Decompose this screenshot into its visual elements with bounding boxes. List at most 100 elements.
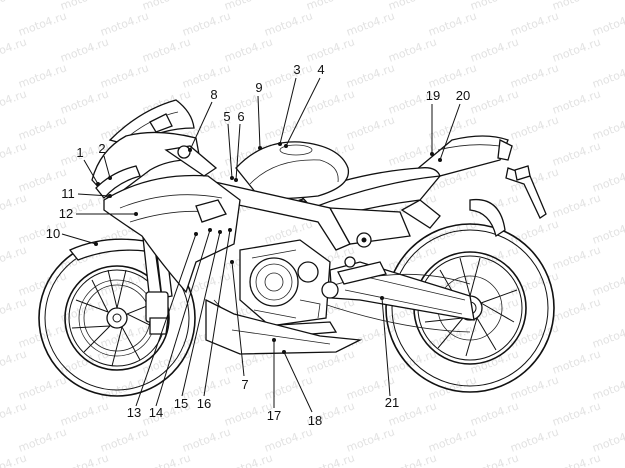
watermark-text: moto4.ru (551, 243, 603, 272)
watermark-text: moto4.ru (591, 165, 625, 194)
callout-12: 12 (59, 206, 73, 221)
leader-dot (272, 338, 276, 342)
watermark-text: moto4.ru (0, 191, 28, 220)
watermark-text: moto4.ru (387, 347, 439, 376)
callout-14: 14 (149, 405, 163, 420)
seat (298, 167, 441, 209)
watermark-text: moto4.ru (263, 9, 315, 38)
watermark-text: moto4.ru (59, 399, 111, 428)
watermark-text: moto4.ru (17, 425, 69, 454)
rearset (337, 261, 387, 285)
leader-dot (208, 228, 212, 232)
leader-dot (108, 176, 112, 180)
leader-dot (282, 350, 286, 354)
watermark-text: moto4.ru (223, 35, 275, 64)
watermark-text: moto4.ru (181, 425, 233, 454)
watermark-text: moto4.ru (591, 269, 625, 298)
watermark-text: moto4.ru (591, 321, 625, 350)
watermark-text: moto4.ru (427, 61, 479, 90)
callout-1: 1 (76, 145, 83, 160)
watermark-text: moto4.ru (345, 61, 397, 90)
watermark-text: moto4.ru (551, 295, 603, 324)
watermark-text: moto4.ru (0, 347, 28, 376)
watermark-text: moto4.ru (59, 0, 111, 13)
watermark-text: moto4.ru (0, 295, 28, 324)
watermark-text: moto4.ru (305, 451, 357, 468)
callout-18: 18 (308, 413, 322, 428)
watermark-text: moto4.ru (263, 425, 315, 454)
watermark-text: moto4.ru (181, 9, 233, 38)
callout-10: 10 (46, 226, 60, 241)
watermark-text: moto4.ru (591, 9, 625, 38)
watermark-text: moto4.ru (263, 373, 315, 402)
leader-dot (234, 178, 238, 182)
watermark-text: moto4.ru (305, 87, 357, 116)
leader-dot (108, 194, 112, 198)
watermark-text: moto4.ru (0, 399, 28, 428)
watermark-text: moto4.ru (99, 269, 151, 298)
callout-17: 17 (267, 408, 281, 423)
callout-5: 5 (223, 109, 230, 124)
watermark-text: moto4.ru (17, 217, 69, 246)
watermark-text: moto4.ru (141, 0, 193, 13)
watermark-text: moto4.ru (551, 139, 603, 168)
leader-dot (194, 232, 198, 236)
callout-11: 11 (61, 186, 75, 201)
leader-dot (188, 148, 192, 152)
callout-3: 3 (293, 62, 300, 77)
leader-dot (284, 144, 288, 148)
front-wheel (38, 239, 196, 397)
watermark-text: moto4.ru (223, 451, 275, 468)
callout-6: 6 (237, 109, 244, 124)
callout-20: 20 (456, 88, 470, 103)
watermark-text: moto4.ru (509, 61, 561, 90)
watermark-text: moto4.ru (509, 9, 561, 38)
watermark-text: moto4.ru (141, 451, 193, 468)
callout-16: 16 (197, 396, 211, 411)
callout-15: 15 (174, 396, 188, 411)
leader-dot (218, 230, 222, 234)
leader-dot (430, 152, 434, 156)
leader-dot (230, 260, 234, 264)
watermark-text: moto4.ru (0, 0, 28, 13)
watermark-text: moto4.ru (17, 113, 69, 142)
leader-lines (61, 77, 461, 413)
mirror (149, 113, 173, 133)
watermark-text: moto4.ru (0, 243, 28, 272)
callout-9: 9 (255, 80, 262, 95)
callout-2: 2 (98, 141, 105, 156)
watermark-text: moto4.ru (99, 9, 151, 38)
watermark-text: moto4.ru (0, 451, 28, 468)
watermark-text: moto4.ru (551, 399, 603, 428)
watermark-text: moto4.ru (59, 35, 111, 64)
watermark-text: moto4.ru (387, 35, 439, 64)
leader-dot (228, 228, 232, 232)
callout-8: 8 (210, 87, 217, 102)
watermark-text: moto4.ru (223, 0, 275, 13)
belly-pan (205, 298, 363, 355)
watermark-text: moto4.ru (305, 0, 357, 13)
watermark-text: moto4.ru (551, 451, 603, 468)
watermark-text: moto4.ru (305, 35, 357, 64)
watermark-text: moto4.ru (591, 217, 625, 246)
leader-dot (258, 146, 262, 150)
leader-dot (96, 182, 100, 186)
callout-21: 21 (385, 395, 399, 410)
watermark-text: moto4.ru (551, 0, 603, 13)
watermark-text: moto4.ru (0, 35, 28, 64)
watermark-text: moto4.ru (469, 87, 521, 116)
headlight (95, 165, 141, 200)
watermark-text: moto4.ru (17, 9, 69, 38)
leader-dot (94, 242, 98, 246)
callout-4: 4 (317, 62, 324, 77)
watermark-text: moto4.ru (551, 35, 603, 64)
tail-light (497, 139, 513, 161)
leader-dot (134, 212, 138, 216)
watermark-text: moto4.ru (509, 425, 561, 454)
watermark-text: moto4.ru (17, 373, 69, 402)
watermark-text: moto4.ru (59, 87, 111, 116)
watermark-text: moto4.ru (551, 347, 603, 376)
watermark-text: moto4.ru (469, 347, 521, 376)
watermark-text: moto4.ru (591, 61, 625, 90)
